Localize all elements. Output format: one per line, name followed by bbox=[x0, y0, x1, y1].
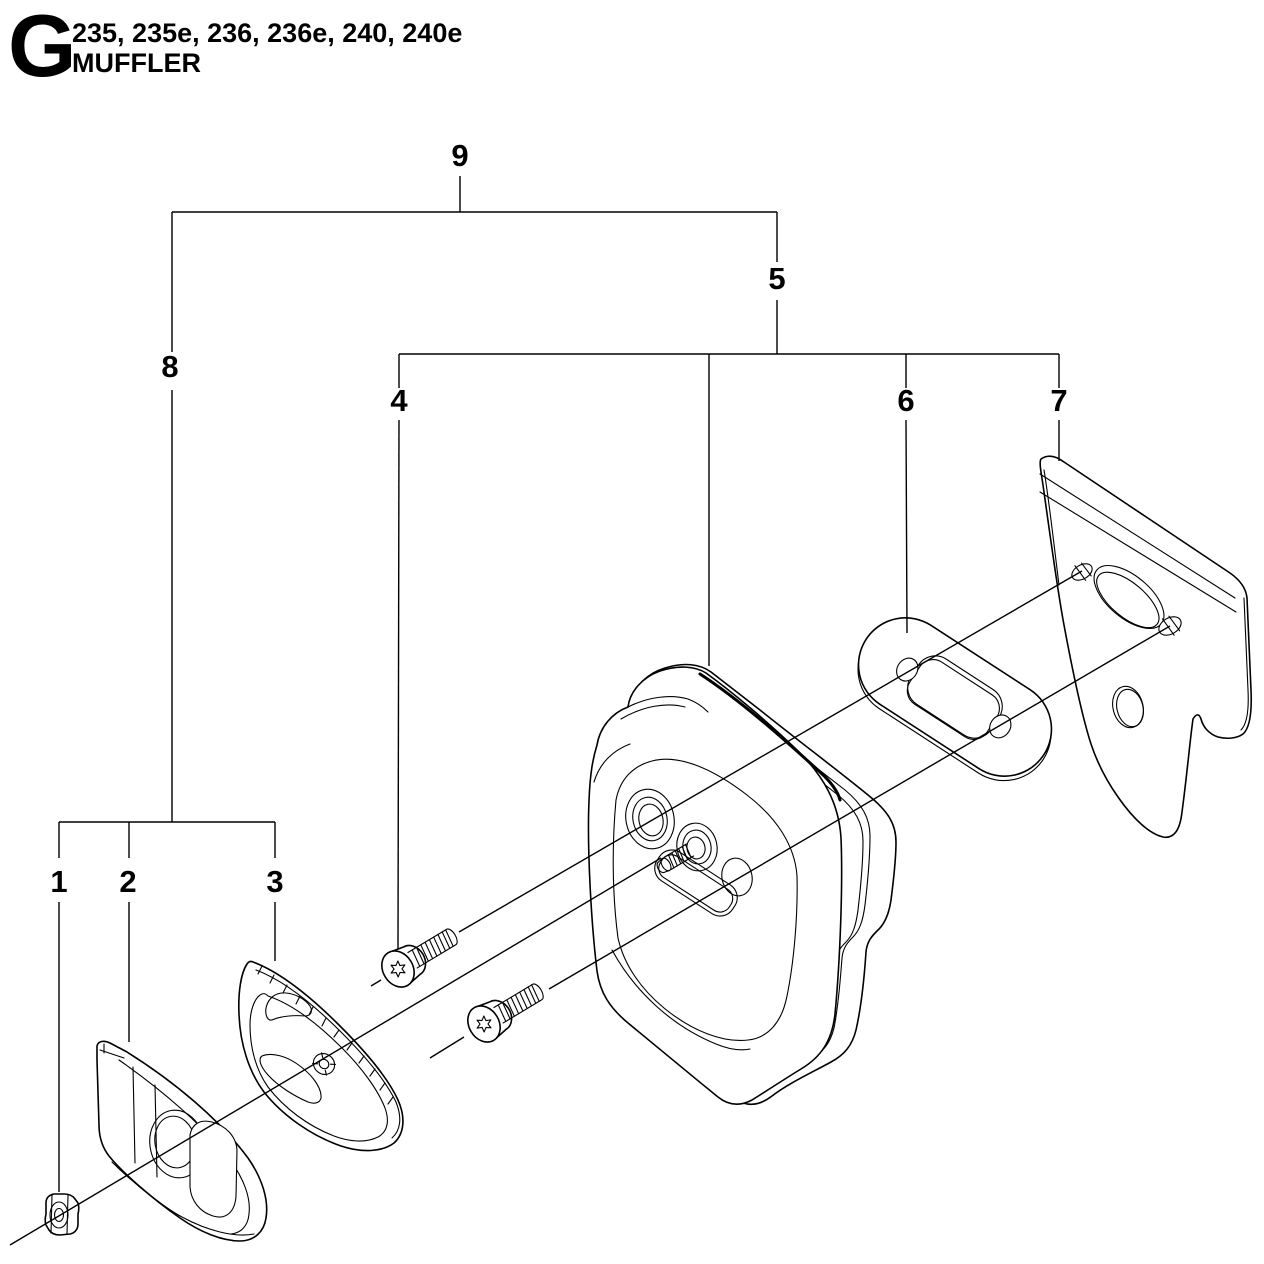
exhaust-gasket bbox=[857, 617, 1053, 782]
stud-boss-inner bbox=[686, 836, 706, 860]
outlet-ring-inner bbox=[638, 803, 664, 837]
callout-label-5: 5 bbox=[768, 261, 785, 296]
lower-boss-partial bbox=[721, 857, 753, 897]
nut-face bbox=[49, 1201, 69, 1229]
muffler-body bbox=[587, 663, 897, 1106]
callout-line-4-to-screw bbox=[397, 419, 400, 950]
muffler-cover-seam-bold bbox=[698, 672, 842, 802]
gasket-bolt-hole-right bbox=[989, 714, 1012, 739]
cover-plate-inner-face bbox=[249, 993, 388, 1142]
shield-left-edge-line bbox=[1043, 469, 1060, 586]
shield-round-hole-inner bbox=[1116, 688, 1144, 728]
muffler-face-upper-curve bbox=[593, 743, 631, 783]
callout-label-1: 1 bbox=[50, 864, 67, 899]
muffler-pocket bbox=[654, 849, 738, 917]
muffler-front-cover bbox=[587, 666, 843, 1106]
stud-axis-line bbox=[9, 857, 662, 1246]
shield-fold-line2 bbox=[1039, 491, 1237, 613]
section-letter: G bbox=[8, 0, 76, 95]
torx-socket bbox=[476, 1015, 492, 1033]
page-title: MUFFLER bbox=[72, 48, 201, 78]
screw-head-face bbox=[381, 950, 415, 988]
muffler-face-recess bbox=[612, 758, 798, 1042]
outlet-ring-mid bbox=[632, 796, 668, 842]
callout-label-7: 7 bbox=[1050, 383, 1067, 418]
inner-cover-outline bbox=[96, 1040, 268, 1242]
callout-line-6-to-gasket bbox=[905, 419, 908, 634]
callout-lines bbox=[58, 176, 1060, 1192]
callout-label-8: 8 bbox=[161, 349, 178, 384]
assembly-axis-lines bbox=[9, 570, 1171, 1246]
shield-stud-hole-left bbox=[1071, 562, 1093, 581]
socket-screw-lower bbox=[467, 983, 544, 1043]
screw-threads bbox=[411, 929, 454, 967]
screw-head-face bbox=[467, 1005, 501, 1043]
screw-threads bbox=[497, 984, 540, 1022]
screw-axis-upper bbox=[458, 570, 1083, 933]
inner-cover-bottom-curl bbox=[111, 1161, 255, 1236]
callout-label-4: 4 bbox=[390, 383, 408, 418]
nut-hole bbox=[53, 1207, 65, 1223]
header: G 235, 235e, 236, 236e, 240, 240e MUFFLE… bbox=[8, 0, 462, 95]
callout-label-6: 6 bbox=[897, 383, 914, 418]
cover-plate-upper-slot bbox=[265, 992, 312, 1021]
inner-muffler-cover bbox=[96, 1040, 268, 1242]
callout-label-9: 9 bbox=[451, 138, 468, 173]
muffler-cover-plate bbox=[238, 960, 404, 1152]
screw-axis-lower-tail bbox=[429, 1036, 465, 1059]
screw-axis-upper-tail bbox=[370, 979, 382, 987]
shield-outline bbox=[1039, 455, 1253, 839]
header-models: 235, 235e, 236, 236e, 240, 240e bbox=[72, 18, 462, 48]
outlet-ring-outer bbox=[625, 788, 675, 850]
muffler-cover-lip-line2 bbox=[620, 704, 686, 720]
inner-cover-fold1 bbox=[132, 1066, 136, 1164]
shield-right-edge-line bbox=[1240, 597, 1249, 731]
cover-plate-lower-slot bbox=[259, 1053, 322, 1104]
shield-fold-line1 bbox=[1039, 473, 1236, 599]
torx-socket bbox=[390, 960, 406, 978]
inner-cover-tab-fold bbox=[99, 1043, 125, 1059]
muffler-cover-lip-line1 bbox=[627, 696, 709, 713]
screw-axis-lower bbox=[548, 625, 1171, 990]
callout-label-2: 2 bbox=[119, 864, 136, 899]
inner-cover-cup-face bbox=[189, 1120, 238, 1218]
cover-plate-thickness-line bbox=[255, 969, 401, 1139]
callout-label-3: 3 bbox=[266, 864, 283, 899]
cover-plate-stud-hole bbox=[312, 1052, 336, 1076]
socket-screw-upper bbox=[381, 928, 458, 988]
muffler-face-lower-curve bbox=[611, 949, 751, 1051]
callout-labels: 9 5 8 4 6 7 1 2 3 bbox=[50, 138, 1067, 899]
heat-shield-plate bbox=[1039, 455, 1253, 839]
gasket-outline bbox=[857, 617, 1053, 777]
